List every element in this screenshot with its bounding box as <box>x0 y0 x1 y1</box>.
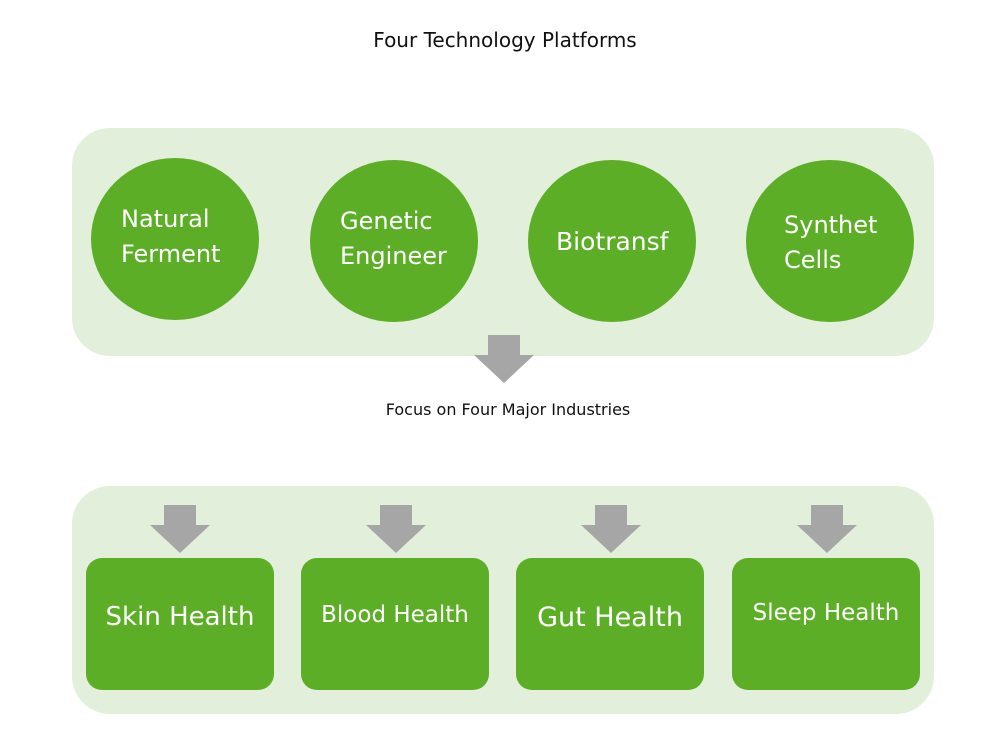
platform-label-line: Engineer <box>340 242 447 270</box>
industry-label: Sleep Health <box>752 600 900 626</box>
platform-label-line: Synthet <box>784 211 878 239</box>
industry-label: Blood Health <box>321 602 469 628</box>
industry-node-blood-health: Blood Health <box>301 558 489 690</box>
down-arrow-icon <box>150 505 210 553</box>
platform-node-natural-ferment: Natural Ferment <box>91 158 259 320</box>
platform-label-line: Biotransf <box>556 227 669 256</box>
down-arrow-icon <box>797 505 857 553</box>
platform-label-line: Genetic <box>340 207 433 235</box>
down-arrow-icon <box>366 505 426 553</box>
industry-label: Skin Health <box>105 602 255 632</box>
platform-label-line: Ferment <box>121 240 221 268</box>
industry-node-skin-health: Skin Health <box>86 558 274 690</box>
down-arrow-icon <box>474 335 534 383</box>
down-arrow-icon <box>581 505 641 553</box>
platform-label-line: Natural <box>121 205 210 233</box>
diagram-title: Four Technology Platforms <box>373 28 637 52</box>
industry-node-gut-health: Gut Health <box>516 558 704 690</box>
diagram-subtitle: Focus on Four Major Industries <box>385 400 631 419</box>
industry-node-sleep-health: Sleep Health <box>732 558 920 690</box>
platform-node-genetic-engineer: Genetic Engineer <box>310 160 478 322</box>
industry-label: Gut Health <box>537 602 683 633</box>
platform-label-line: Cells <box>784 246 842 274</box>
platform-node-biotransf: Biotransf <box>528 160 696 322</box>
platform-node-synthet-cells: Synthet Cells <box>746 160 914 322</box>
